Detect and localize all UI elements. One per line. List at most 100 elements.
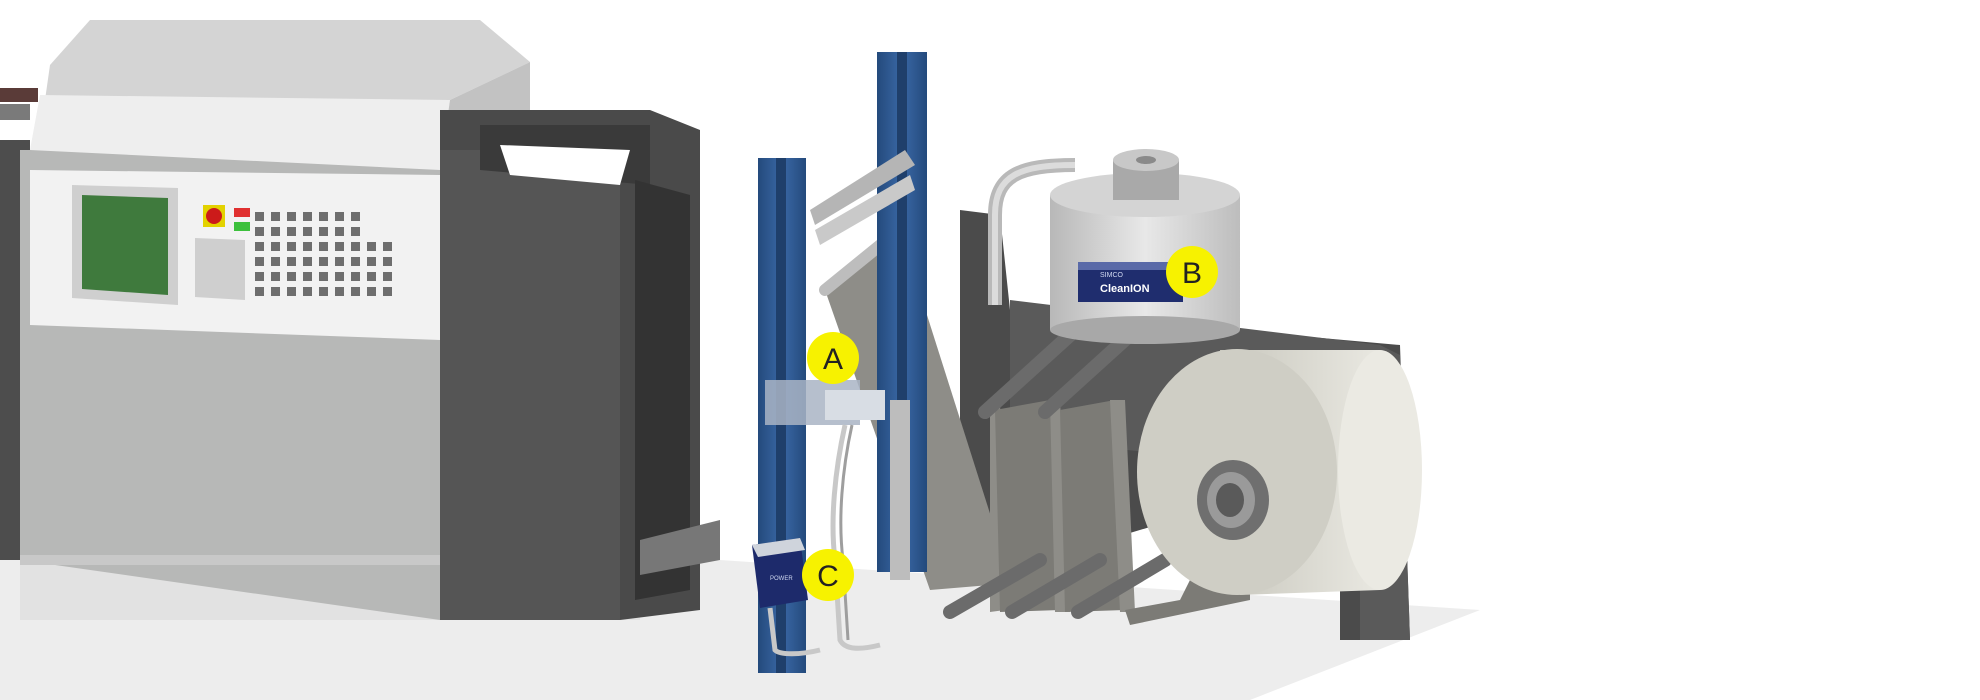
keypad-key <box>271 242 280 251</box>
indicator-green <box>234 222 250 231</box>
keypad-key <box>255 287 264 296</box>
machine-left-strip-2 <box>0 104 30 120</box>
keypad-key <box>271 227 280 236</box>
keypad-key <box>383 257 392 266</box>
callout-a-circle <box>807 332 859 384</box>
keypad-key <box>335 272 344 281</box>
idler-roller-2 <box>1038 328 1137 419</box>
frame-rail <box>640 520 720 575</box>
callout-c: C <box>802 549 854 601</box>
cross-bracket-bottom <box>815 175 915 245</box>
keypad-key <box>319 257 328 266</box>
keypad-key <box>319 212 328 221</box>
dark-frame-face <box>440 150 620 620</box>
keypad-key <box>303 257 312 266</box>
keypad-key <box>351 257 360 266</box>
keypad-key <box>351 227 360 236</box>
keypad-key <box>335 227 344 236</box>
idler-roller-1 <box>978 328 1077 419</box>
keypad-key <box>271 272 280 281</box>
keypad-key <box>367 272 376 281</box>
machine-left-strip <box>0 88 38 102</box>
keypad-key <box>287 212 296 221</box>
keypad-key <box>351 212 360 221</box>
vacuum-brand-top: SIMCO <box>1100 272 1124 279</box>
keypad-key <box>271 287 280 296</box>
keypad-key <box>303 227 312 236</box>
idler-rollers <box>819 219 1172 619</box>
machine-hood-front <box>30 95 450 170</box>
keypad-key <box>255 242 264 251</box>
web-loop-4 <box>1060 400 1125 612</box>
web-loop-5 <box>1110 400 1135 612</box>
rewind-roll <box>1137 349 1422 595</box>
keypad-key <box>367 242 376 251</box>
keypad-key <box>303 212 312 221</box>
vacuum-motor-cap <box>1136 156 1156 164</box>
callout-b-circle <box>1166 246 1218 298</box>
vacuum-tank-base <box>1050 316 1240 344</box>
keypad-display <box>195 238 245 300</box>
blue-column-rear-channel <box>897 52 907 572</box>
indicator-red <box>234 208 250 217</box>
keypad-key <box>319 287 328 296</box>
keypad-key <box>255 272 264 281</box>
callout-a-label: A <box>823 343 843 376</box>
keypad-key <box>319 227 328 236</box>
keypad-key <box>287 287 296 296</box>
ion-bar-head <box>825 390 885 420</box>
keypad-key <box>335 212 344 221</box>
cross-bracket-top <box>810 150 915 225</box>
keypad-key <box>303 272 312 281</box>
keypad-key <box>383 287 392 296</box>
vacuum-brand-name: CleanION <box>1100 283 1150 295</box>
dark-frame-window <box>500 145 630 185</box>
keypad-key <box>271 212 280 221</box>
power-unit-cable <box>767 607 821 657</box>
callout-b-label: B <box>1182 257 1202 290</box>
vacuum-label-stripe <box>1078 262 1183 270</box>
keypad-key <box>303 287 312 296</box>
keypad-key <box>383 242 392 251</box>
machine-hood-top <box>45 20 530 100</box>
keypad-key <box>351 287 360 296</box>
keypad-key <box>383 272 392 281</box>
machine-base <box>20 555 440 565</box>
estop-button-icon <box>206 208 222 224</box>
keypad-key <box>271 257 280 266</box>
callout-c-circle <box>802 549 854 601</box>
dark-frame-inner <box>635 180 690 600</box>
power-unit-top <box>752 538 805 557</box>
keypad-key <box>255 212 264 221</box>
keypad-key <box>287 257 296 266</box>
power-unit: POWER <box>752 538 821 657</box>
keypad-key <box>303 242 312 251</box>
keypad-key <box>367 257 376 266</box>
callout-b: B <box>1166 246 1218 298</box>
callout-a: A <box>807 332 859 384</box>
keypad-key <box>335 242 344 251</box>
keypad-key <box>367 287 376 296</box>
ionizing-bar <box>765 380 885 651</box>
hmi-screen <box>82 195 168 295</box>
keypad-key <box>255 227 264 236</box>
keypad-key <box>319 272 328 281</box>
dark-frame <box>440 110 720 620</box>
keypad-key <box>287 227 296 236</box>
keypad-key <box>287 242 296 251</box>
keypad-grid <box>255 212 392 296</box>
keypad-key <box>335 287 344 296</box>
roll-core-shaft <box>1216 483 1244 517</box>
idler-roller-5 <box>1071 553 1172 619</box>
grey-post <box>890 400 910 580</box>
keypad-key <box>335 257 344 266</box>
keypad-key <box>319 242 328 251</box>
roll-end-far <box>1338 350 1422 590</box>
idler-roller-3 <box>943 553 1047 619</box>
callout-c-label: C <box>817 560 839 593</box>
idler-roller-4 <box>1005 553 1107 619</box>
keypad-key <box>255 257 264 266</box>
keypad-key <box>351 242 360 251</box>
